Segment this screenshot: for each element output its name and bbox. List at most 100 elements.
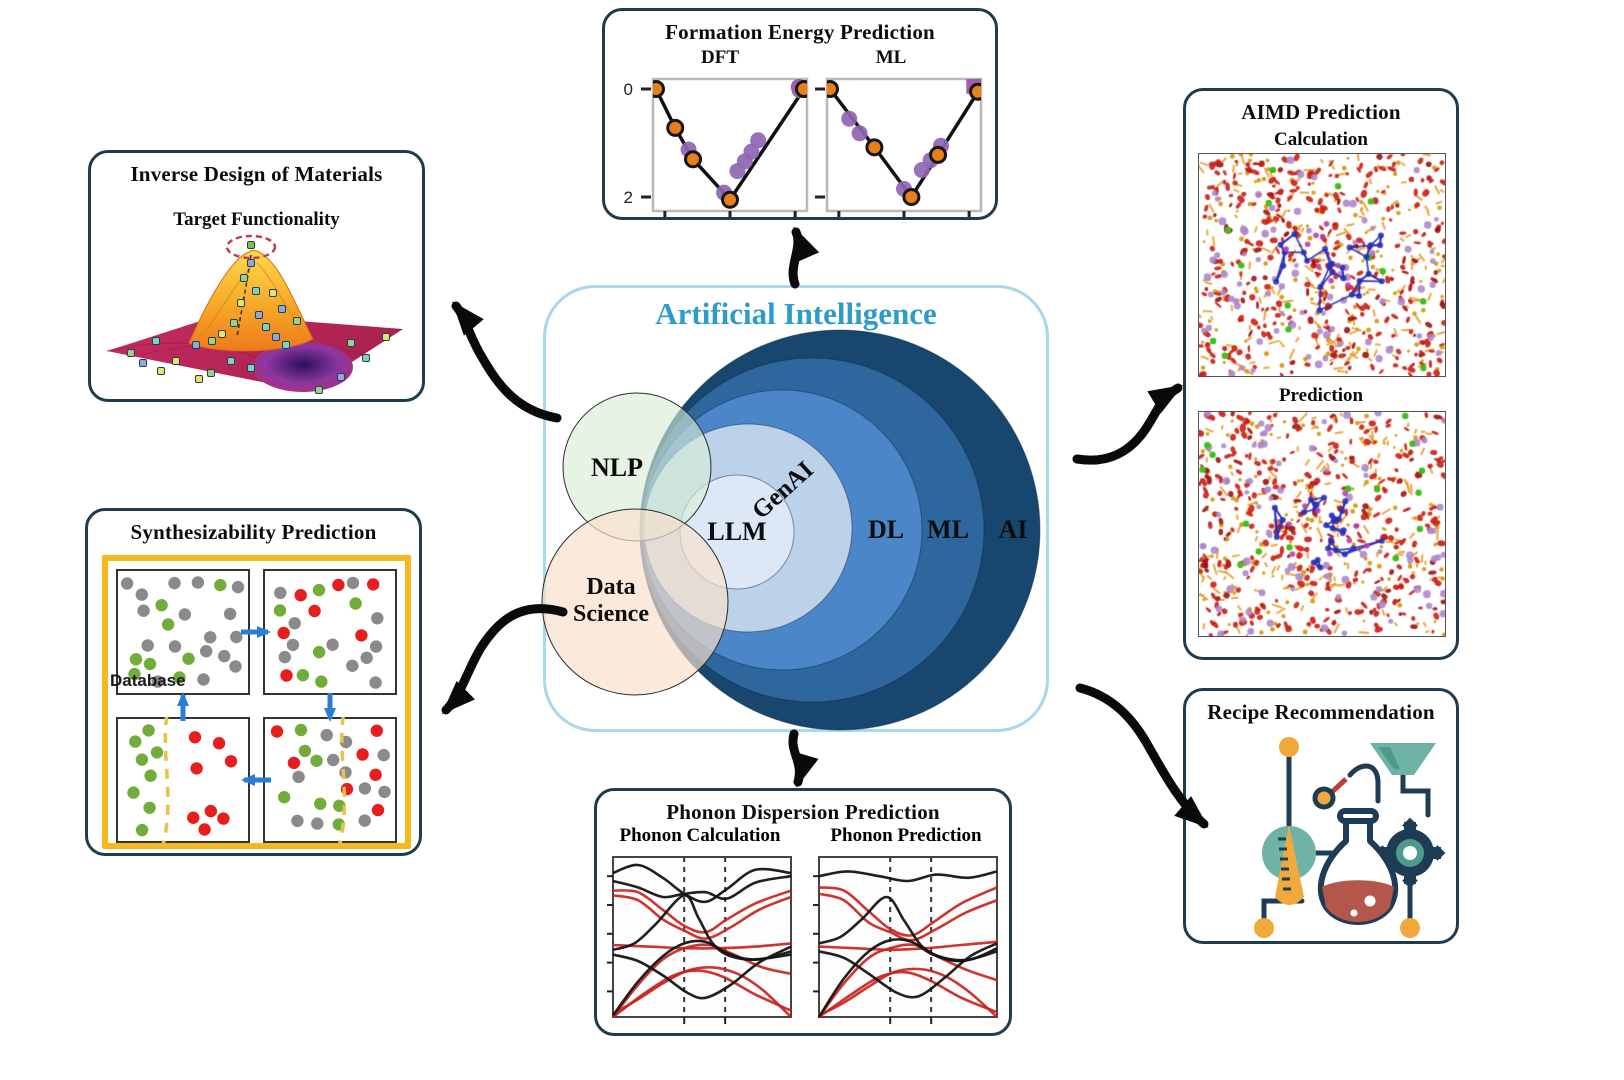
dot <box>358 782 372 795</box>
dot <box>332 578 345 592</box>
black-band <box>611 939 792 1017</box>
hull-point <box>865 138 884 157</box>
dot <box>312 645 326 659</box>
node-ball-left <box>1254 918 1274 938</box>
sample-marker <box>152 337 160 345</box>
aimd-title: AIMD Prediction <box>1241 100 1401 124</box>
database-label: Database <box>110 671 186 690</box>
sample-marker <box>127 349 135 357</box>
material-dots <box>120 576 245 688</box>
scatter-point <box>750 132 767 149</box>
workflow-frame <box>102 555 411 849</box>
funnel-icon <box>1370 743 1436 775</box>
dot <box>315 675 328 688</box>
ai-title: Artificial Intelligence <box>655 296 937 331</box>
phonon-calculation-label: Phonon Calculation <box>619 825 781 846</box>
label-dl: DL <box>868 515 904 544</box>
dot <box>182 652 195 665</box>
target-marker <box>247 241 255 249</box>
sample-marker <box>172 357 180 365</box>
label-llm: LLM <box>707 517 766 546</box>
dot <box>288 617 301 630</box>
dot <box>135 823 149 837</box>
sample-marker <box>195 375 203 383</box>
sample-marker <box>262 323 270 331</box>
graduated-dropper-icon <box>1275 825 1304 905</box>
dot <box>367 578 380 591</box>
formation-energy-title: Formation Energy Prediction <box>665 20 935 44</box>
dot <box>197 673 210 686</box>
dot <box>143 801 156 814</box>
database-panel <box>116 569 250 695</box>
dot <box>349 597 362 610</box>
sample-marker <box>218 330 226 338</box>
aimd-prediction-label: Prediction <box>1278 385 1364 406</box>
dot <box>312 583 326 597</box>
dft-hull-plot: 02 <box>624 77 809 217</box>
classified-panel <box>116 717 250 843</box>
sample-marker <box>192 341 200 349</box>
black-band <box>818 942 998 999</box>
red-band <box>818 892 998 942</box>
label-ai: AI <box>999 515 1028 544</box>
target-functionality-label: Target Functionality <box>173 209 340 230</box>
dot <box>278 650 291 664</box>
black-band <box>817 938 998 1018</box>
red-band <box>612 894 792 940</box>
dot <box>129 735 142 748</box>
dot <box>358 814 371 827</box>
dot <box>217 812 230 825</box>
dot <box>178 608 191 621</box>
cycle-arrows <box>177 626 336 786</box>
dot <box>333 799 346 812</box>
dft-panel-label: DFT <box>701 47 739 68</box>
hull-point <box>795 80 807 98</box>
hull-point <box>684 150 702 169</box>
dot <box>286 638 300 652</box>
material-dots <box>270 723 391 831</box>
red-band <box>818 967 998 1018</box>
dot <box>280 669 293 682</box>
dot <box>270 725 284 738</box>
dot <box>327 753 340 767</box>
node-ring <box>1312 786 1336 810</box>
sample-marker <box>227 357 235 365</box>
ml-panel-label: ML <box>875 47 907 68</box>
dot <box>346 659 359 672</box>
sample-marker <box>282 341 290 349</box>
dot <box>278 791 291 804</box>
dot <box>212 737 226 750</box>
red-band <box>612 965 792 1018</box>
y-tick-label: 0 <box>624 80 633 99</box>
red-band <box>612 942 792 950</box>
phonon-card: Phonon Dispersion Prediction Phonon Calc… <box>594 788 1012 1036</box>
aimd-card: AIMD Prediction Calculation Prediction <box>1183 88 1459 660</box>
red-band <box>611 943 792 1018</box>
scatter-point <box>851 125 868 142</box>
dot <box>135 753 149 766</box>
dot <box>204 804 217 818</box>
hull-point <box>969 82 981 101</box>
inverse-design-card: Inverse Design of Materials Target Funct… <box>88 150 425 402</box>
black-band <box>612 945 792 1000</box>
dot <box>370 724 383 737</box>
dot <box>191 576 205 589</box>
plot-content <box>827 79 981 206</box>
node-ball-right <box>1400 918 1420 938</box>
dot <box>127 786 140 799</box>
dot <box>168 576 181 590</box>
dot <box>161 618 175 631</box>
hull-point <box>827 80 839 98</box>
dot <box>120 577 134 590</box>
material-dots <box>273 576 384 689</box>
dot <box>187 811 200 824</box>
red-band <box>818 940 998 952</box>
dot <box>144 769 157 782</box>
decision-boundary <box>338 717 347 843</box>
phonon-title: Phonon Dispersion Prediction <box>666 800 940 824</box>
sample-marker <box>207 369 215 377</box>
phonon-prediction-label: Phonon Prediction <box>830 825 982 846</box>
